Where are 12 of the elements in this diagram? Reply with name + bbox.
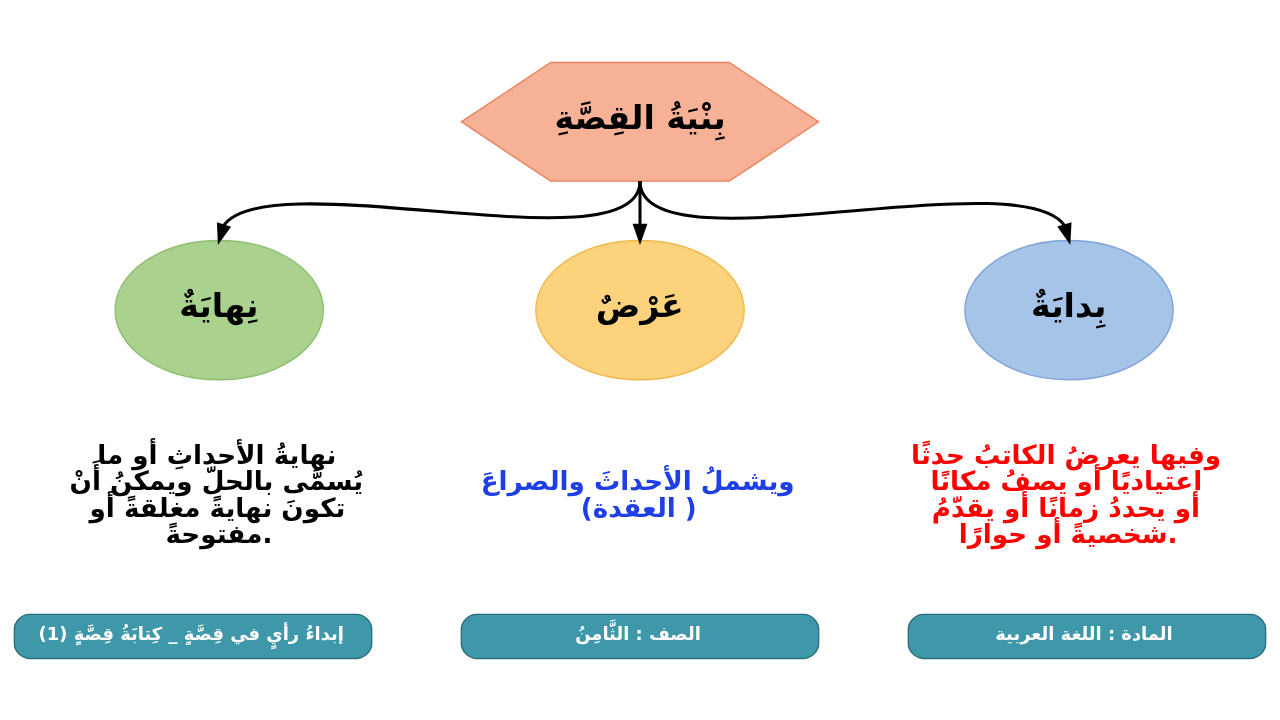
node-label: نهايةُ الأحداثِ أو ما يُسمَّى بالحلّ ويمكنُ أَنْ تكونَ نهايةً مغلقةً أو مفتوحةً. bbox=[69, 439, 364, 549]
node-ellipse: عَرْضٌ bbox=[535, 239, 745, 380]
node-box: الصف : الثَّامِنُ bbox=[460, 613, 820, 659]
node-ellipse: نِهايَةٌ bbox=[114, 239, 325, 380]
node-label: ويشملُ الأحداثَ والصراعَ (العقدة ) bbox=[480, 465, 795, 523]
node-box: المادة : اللغة العربية bbox=[907, 613, 1267, 659]
node-ellipse: بِدايَةٌ bbox=[964, 239, 1174, 380]
arrow bbox=[638, 180, 1072, 245]
arrow bbox=[216, 180, 642, 245]
node-box: إبداءُ رأيٍ في قِصَّةٍ _ كِتابَةُ قِصَّةٍ (1) bbox=[13, 613, 373, 659]
arrow bbox=[632, 180, 648, 245]
node-label: وفيها يعرضُ الكاتبُ حدثًا اعتياديًا أو يصفُ مكانًا أو يحددُ زمانًا أو يقدّمُ شخصيةً أو حوارًا. bbox=[911, 439, 1222, 549]
